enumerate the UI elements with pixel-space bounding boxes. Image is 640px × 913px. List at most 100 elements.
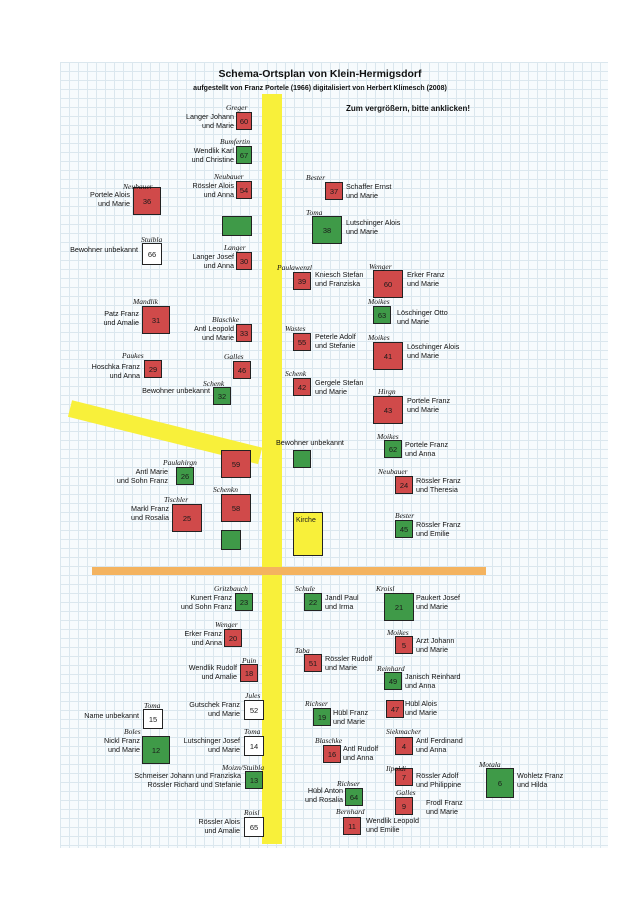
- house-marker[interactable]: 11: [343, 817, 361, 835]
- house-marker[interactable]: 7: [395, 768, 413, 786]
- house-marker[interactable]: 65: [244, 817, 264, 837]
- house-marker[interactable]: 41: [373, 342, 403, 370]
- house-marker[interactable]: 43: [373, 396, 403, 424]
- house-marker[interactable]: 46: [233, 361, 251, 379]
- house-owner-label: Gutschek Franz und Marie: [189, 700, 240, 718]
- house-marker[interactable]: 13: [245, 771, 263, 789]
- house-marker[interactable]: 30: [236, 252, 252, 270]
- house-marker[interactable]: 19: [313, 708, 331, 726]
- house-number: 23: [239, 597, 249, 607]
- house-marker[interactable]: 60: [236, 112, 252, 130]
- house-marker[interactable]: 16: [323, 745, 341, 763]
- house-marker[interactable]: 14: [244, 736, 264, 756]
- house-number: 46: [237, 365, 247, 375]
- house-number: 21: [394, 602, 404, 612]
- house-marker[interactable]: 67: [236, 146, 252, 164]
- house-marker[interactable]: 22: [304, 593, 322, 611]
- house-marker[interactable]: 63: [373, 306, 391, 324]
- house-marker[interactable]: 37: [325, 182, 343, 200]
- house-marker[interactable]: 5: [395, 636, 413, 654]
- house-marker[interactable]: 21: [384, 593, 414, 621]
- house-nickname: Neubauer: [214, 172, 244, 181]
- house-nickname: Wastes: [285, 324, 306, 333]
- house-marker[interactable]: 38: [312, 216, 342, 244]
- house-number: 67: [239, 150, 249, 160]
- house-number: 33: [239, 328, 249, 338]
- house-number: 6: [497, 778, 503, 788]
- house-marker[interactable]: 58: [221, 494, 251, 522]
- house-owner-label: Löschinger Otto und Marie: [397, 308, 448, 326]
- house-owner-label: Portele Franz und Anna: [405, 440, 449, 458]
- house-marker[interactable]: 9: [395, 797, 413, 815]
- house-marker[interactable]: 49: [384, 672, 402, 690]
- house-marker[interactable]: 18: [240, 664, 258, 682]
- house-nickname: Schule: [295, 584, 315, 593]
- house-marker[interactable]: 20: [224, 629, 242, 647]
- house-marker[interactable]: 66: [142, 243, 162, 265]
- church-building[interactable]: Kirche: [293, 512, 323, 556]
- house-nickname: Reinhard: [377, 664, 405, 673]
- house-marker[interactable]: 25: [172, 504, 202, 532]
- house-number: 55: [297, 337, 307, 347]
- house-marker[interactable]: 12: [142, 736, 170, 764]
- house-marker[interactable]: 55: [293, 333, 311, 351]
- house-number: 62: [388, 444, 398, 454]
- house-nickname: Toma: [306, 208, 323, 217]
- house-number: 58: [231, 503, 241, 513]
- house-marker[interactable]: 54: [236, 181, 252, 199]
- house-owner-label: Hübl Alois und Marie: [405, 699, 437, 717]
- house-nickname: Mandlik: [133, 297, 158, 306]
- house-marker[interactable]: 24: [395, 476, 413, 494]
- house-owner-label: Rössler Adolf und Philippine: [416, 771, 462, 789]
- house-marker[interactable]: 33: [236, 324, 252, 342]
- house-marker[interactable]: 31: [142, 306, 170, 334]
- house-marker[interactable]: 52: [244, 700, 264, 720]
- house-owner-label: Portele Franz und Marie: [407, 396, 451, 414]
- house-marker[interactable]: [293, 450, 311, 468]
- house-marker[interactable]: 45: [395, 520, 413, 538]
- house-marker[interactable]: 62: [384, 440, 402, 458]
- house-number: 4: [401, 741, 407, 751]
- house-marker[interactable]: 4: [395, 737, 413, 755]
- house-marker[interactable]: 60: [373, 270, 403, 298]
- house-number: 39: [297, 276, 307, 286]
- house-marker[interactable]: 59: [221, 450, 251, 478]
- house-owner-label: Erker Franz und Marie: [407, 270, 445, 288]
- house-nickname: Wenger: [215, 620, 238, 629]
- house-owner-label: Wohletz Franz und Hilda: [517, 771, 564, 789]
- house-owner-label: Patz Franz und Amalie: [103, 309, 139, 327]
- house-marker[interactable]: [222, 216, 252, 236]
- house-number: 54: [239, 185, 249, 195]
- house-nickname: Jules: [245, 691, 261, 700]
- house-nickname: Paulahirgn: [163, 458, 197, 467]
- house-marker[interactable]: 47: [386, 700, 404, 718]
- house-marker[interactable]: 36: [133, 187, 161, 215]
- map-subtitle: aufgestellt von Franz Portele (1966) dig…: [193, 85, 447, 92]
- house-marker[interactable]: 26: [176, 467, 194, 485]
- house-marker[interactable]: 51: [304, 654, 322, 672]
- house-nickname: Richser: [337, 779, 360, 788]
- house-marker[interactable]: 39: [293, 272, 311, 290]
- house-marker[interactable]: 15: [143, 709, 163, 729]
- house-number: 51: [308, 658, 318, 668]
- house-owner-label: Antl Leopold und Marie: [194, 324, 234, 342]
- house-marker[interactable]: 64: [345, 788, 363, 806]
- house-owner-label: Hoschka Franz und Anna: [91, 362, 140, 380]
- house-marker[interactable]: 6: [486, 768, 514, 798]
- house-number: 63: [377, 310, 387, 320]
- house-marker[interactable]: 42: [293, 378, 311, 396]
- house-owner-label: Antl Marie und Sohn Franz: [116, 467, 168, 485]
- house-owner-label: Peterle Adolf und Stefanie: [315, 332, 356, 350]
- enlarge-hint[interactable]: Zum vergrößern, bitte anklicken!: [346, 104, 471, 113]
- house-number: 14: [249, 741, 259, 751]
- house-number: 60: [239, 116, 249, 126]
- house-nickname: Puin: [242, 656, 257, 665]
- house-nickname: Bester: [306, 173, 326, 182]
- house-number: 12: [151, 745, 161, 755]
- house-marker[interactable]: 23: [235, 593, 253, 611]
- house-marker[interactable]: 32: [213, 387, 231, 405]
- house-marker[interactable]: 29: [144, 360, 162, 378]
- house-marker[interactable]: [221, 530, 241, 550]
- house-nickname: Schenk: [285, 369, 307, 378]
- house-nickname: Roisl: [244, 808, 260, 817]
